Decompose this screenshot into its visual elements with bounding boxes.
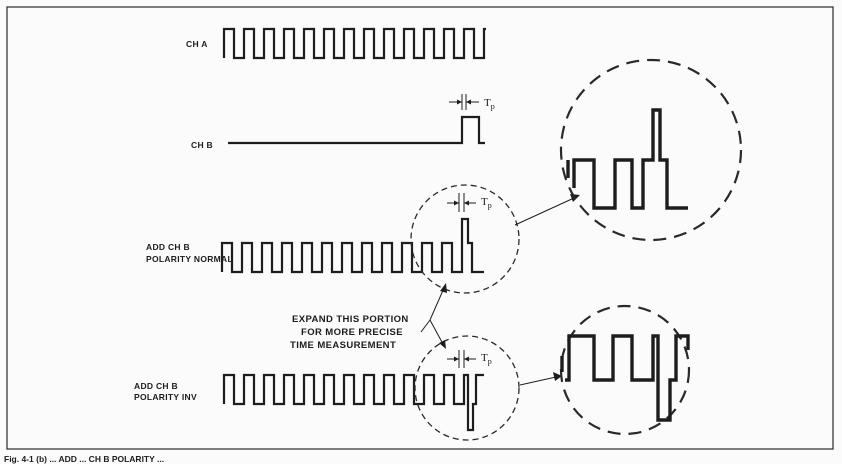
expand-arrow-normal — [514, 194, 580, 226]
add-normal-waveform — [220, 217, 484, 274]
add-inv-label-line1: ADD CH B — [134, 381, 178, 391]
tp-marker-ch-b: Tp — [449, 94, 495, 111]
expand-arrow-inv — [519, 372, 562, 386]
annotation-line-1: EXPAND THIS PORTION — [292, 314, 409, 325]
svg-text:Tp: Tp — [481, 352, 492, 366]
add-normal-label-line1: ADD CH B — [146, 242, 190, 252]
magnified-waveform-inv — [560, 334, 690, 422]
figure-caption: Fig. 4-1 (b) ... ADD ... CH B POLARITY .… — [4, 454, 164, 464]
add-inv-waveform — [222, 373, 484, 432]
add-normal-label-line2: POLARITY NORMAL — [146, 254, 233, 264]
magnified-waveform-normal — [566, 108, 688, 210]
svg-text:Tp: Tp — [481, 196, 492, 210]
ch-b-label: CH B — [191, 140, 213, 150]
annotation-line-2: FOR MORE PRECISE — [301, 327, 403, 338]
expand-circle-inv — [414, 335, 520, 441]
expand-circle-normal — [410, 184, 520, 294]
figure-frame — [6, 6, 834, 450]
svg-text:Tp: Tp — [484, 97, 495, 111]
tp-marker-inv: Tp — [447, 350, 492, 368]
ch-b-waveform — [228, 115, 485, 145]
ch-a-label: CH A — [186, 39, 208, 49]
annotation-line-3: TIME MEASUREMENT — [290, 340, 396, 351]
tp-marker-normal: Tp — [447, 193, 492, 212]
annotation-pointer — [420, 283, 447, 349]
ch-a-waveform — [222, 27, 486, 60]
add-inv-label-line2: POLARITY INV — [134, 392, 197, 402]
magnified-circle-normal — [559, 58, 743, 242]
